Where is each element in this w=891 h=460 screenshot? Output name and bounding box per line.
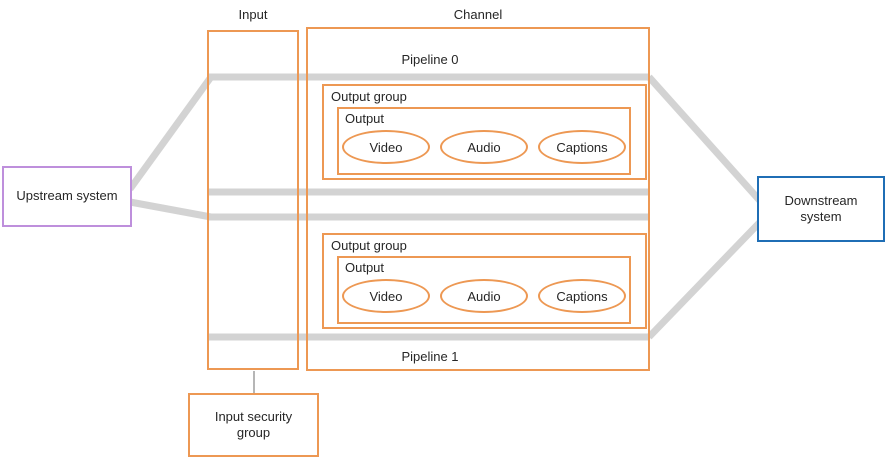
input-label: Input [238,7,268,22]
captions-node: Captions [538,279,626,313]
video-label: Video [369,288,403,304]
output-box: Output Video Audio Captions [337,107,631,175]
video-label: Video [369,139,403,155]
output-label: Output [345,260,385,275]
input-security-group-node: Input security group [188,393,319,457]
captions-label: Captions [556,288,608,304]
output-label: Output [345,111,385,126]
channel-label: Channel [453,7,503,22]
video-node: Video [342,279,430,313]
pipeline1-label: Pipeline 1 [401,349,459,364]
upstream-system-label: Upstream system [16,188,118,204]
pipeline0-output-group: Output group Output Video Audio Captions [322,84,647,180]
captions-node: Captions [538,130,626,164]
downstream-system-node: Downstream system [757,176,885,242]
upstream-system-node: Upstream system [2,166,132,227]
audio-node: Audio [440,130,528,164]
channel-to-downstream-connector-bottom [646,217,765,340]
channel-box [306,27,650,371]
channel-to-downstream-connector-top [646,74,765,206]
audio-label: Audio [467,139,501,155]
output-group-label: Output group [331,89,407,104]
output-box: Output Video Audio Captions [337,256,631,324]
captions-label: Captions [556,139,608,155]
input-box [207,30,299,370]
upstream-to-input-connector-top [127,74,214,192]
output-streams-row: Video Audio Captions [339,279,629,313]
audio-label: Audio [467,288,501,304]
downstream-system-label: Downstream system [784,192,858,224]
input-security-group-label: Input security group [214,408,293,440]
output-group-label: Output group [331,238,407,253]
video-node: Video [342,130,430,164]
pipeline0-label: Pipeline 0 [401,52,459,67]
output-streams-row: Video Audio Captions [339,130,629,164]
audio-node: Audio [440,279,528,313]
upstream-to-input-connector-bottom [129,198,212,221]
pipeline1-output-group: Output group Output Video Audio Captions [322,233,647,329]
